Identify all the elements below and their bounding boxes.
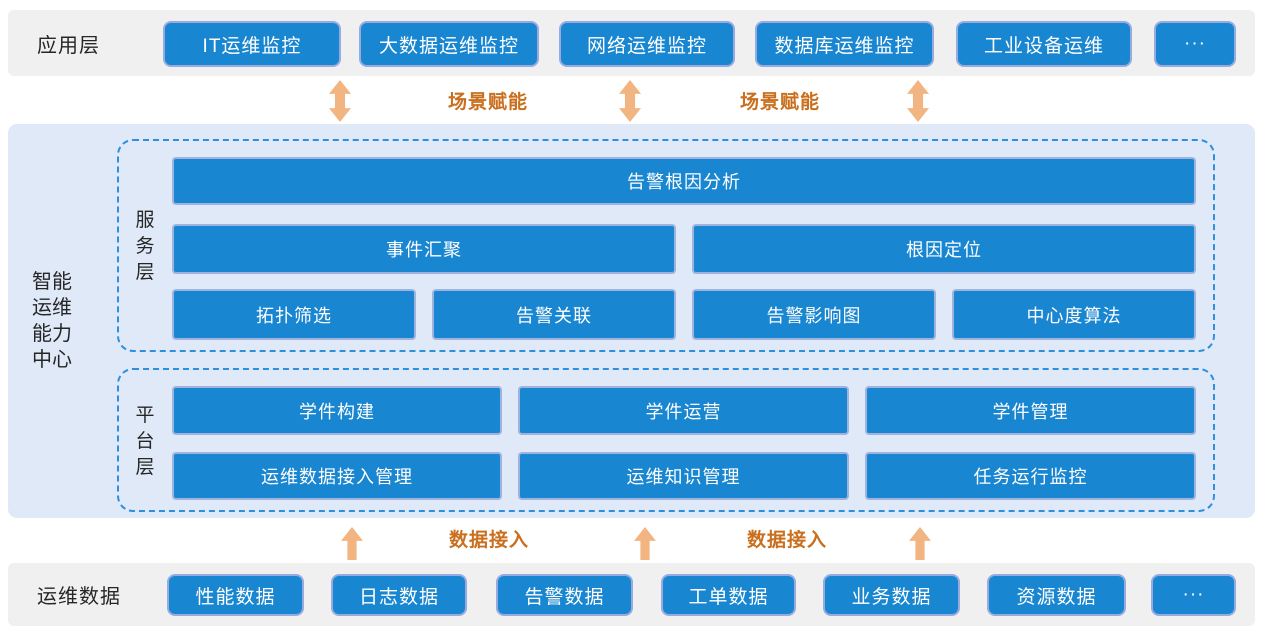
data-item-ellipsis: ···: [1151, 574, 1236, 616]
data-item-performance-data: 性能数据: [167, 574, 304, 616]
up-arrow-icon: [341, 527, 363, 560]
app-item-network-ops-monitor: 网络运维监控: [559, 21, 735, 67]
data-access-label: 数据接入: [449, 530, 530, 551]
platform-block-task-run-monitoring: 任务运行监控: [865, 452, 1196, 500]
capability-center-band: 智能 运维 能力 中心 服 务 层 告警根因分析 事件汇聚 根因定位 拓扑筛选 …: [8, 124, 1255, 518]
service-block-centrality-algorithm: 中心度算法: [952, 289, 1196, 340]
app-layer-label: 应用层: [37, 34, 100, 57]
ops-data-label: 运维数据: [37, 586, 121, 608]
platform-block-ops-knowledge-management: 运维知识管理: [518, 452, 849, 500]
data-item-business-data: 业务数据: [823, 574, 960, 616]
double-arrow-icon: [329, 80, 351, 122]
service-layer-box: 服 务 层 告警根因分析 事件汇聚 根因定位 拓扑筛选 告警关联 告警影响图 中…: [117, 139, 1215, 352]
service-block-alarm-impact-graph: 告警影响图: [692, 289, 936, 340]
up-arrow-icon: [909, 527, 931, 560]
platform-block-ops-data-access-management: 运维数据接入管理: [172, 452, 502, 500]
app-item-ellipsis: ···: [1154, 21, 1236, 67]
app-item-it-ops-monitor: IT运维监控: [163, 21, 341, 67]
scene-empowerment-label: 场景赋能: [740, 92, 821, 113]
data-item-log-data: 日志数据: [331, 574, 467, 616]
service-block-alarm-correlation: 告警关联: [432, 289, 676, 340]
double-arrow-icon: [619, 80, 641, 122]
data-access-label: 数据接入: [747, 530, 828, 551]
app-item-industrial-equipment-ops: 工业设备运维: [956, 21, 1132, 67]
service-block-alarm-root-cause-analysis: 告警根因分析: [172, 157, 1196, 205]
app-item-bigdata-ops-monitor: 大数据运维监控: [359, 21, 539, 67]
platform-layer-box: 平 台 层 学件构建 学件运营 学件管理 运维数据接入管理 运维知识管理 任务运…: [117, 368, 1215, 512]
service-layer-label: 服 务 层: [135, 210, 155, 283]
data-item-resource-data: 资源数据: [987, 574, 1126, 616]
platform-block-learnware-build: 学件构建: [172, 386, 502, 435]
data-item-alarm-data: 告警数据: [496, 574, 633, 616]
app-layer-band: 应用层 IT运维监控 大数据运维监控 网络运维监控 数据库运维监控 工业设备运维…: [8, 10, 1255, 76]
data-item-ticket-data: 工单数据: [661, 574, 796, 616]
double-arrow-icon: [907, 80, 929, 122]
service-block-event-aggregation: 事件汇聚: [172, 224, 676, 274]
scene-empowerment-label: 场景赋能: [448, 92, 529, 113]
app-item-database-ops-monitor: 数据库运维监控: [755, 21, 934, 67]
ops-data-band: 运维数据 性能数据 日志数据 告警数据 工单数据 业务数据 资源数据 ···: [8, 563, 1255, 626]
capability-center-label: 智能 运维 能力 中心: [32, 271, 72, 371]
platform-block-learnware-operation: 学件运营: [518, 386, 849, 435]
service-block-topology-filter: 拓扑筛选: [172, 289, 416, 340]
up-arrow-icon: [634, 527, 656, 560]
platform-block-learnware-management: 学件管理: [865, 386, 1196, 435]
platform-layer-label: 平 台 层: [135, 405, 155, 478]
service-block-root-cause-location: 根因定位: [692, 224, 1196, 274]
